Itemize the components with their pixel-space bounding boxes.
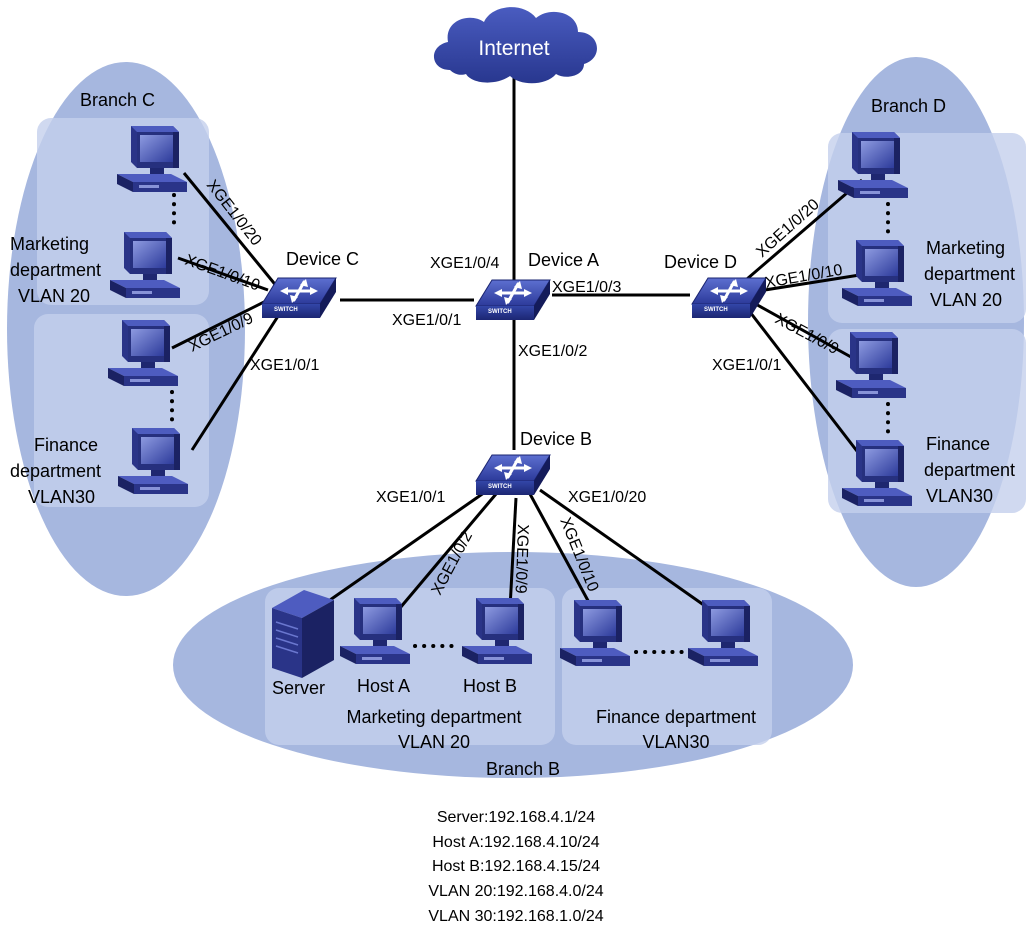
port-b-20: XGE1/0/20	[568, 489, 646, 506]
branch-b-finance-name: Finance department	[596, 707, 756, 727]
link-b-pc5	[539, 488, 709, 610]
port-a-d: XGE1/0/3	[552, 279, 621, 296]
device-d-label: Device D	[664, 252, 737, 272]
link-c-pc4	[190, 309, 284, 451]
address-vlan-20: VLAN 20:192.168.4.0/24	[428, 883, 603, 900]
link-d-pc1	[739, 178, 863, 287]
link-b-pc4	[528, 493, 594, 609]
branch-d-label: Branch D	[871, 96, 946, 116]
address-server: Server:192.168.4.1/24	[437, 809, 595, 826]
device-a-switch[interactable]: SWITCH	[474, 278, 552, 322]
device-b-badge: SWITCH	[488, 484, 512, 490]
device-c-switch[interactable]: SWITCH	[260, 276, 338, 320]
branch-d-finance-name-1: Finance	[926, 434, 990, 454]
link-b-server	[329, 488, 489, 602]
port-b-9: XGE1/0/9	[512, 524, 531, 594]
server-icon[interactable]	[272, 590, 334, 678]
branch-d-marketing-name-1: Marketing	[926, 238, 1005, 258]
port-a-b: XGE1/0/2	[518, 343, 587, 360]
device-d-switch[interactable]: SWITCH	[690, 276, 768, 320]
address-host-b: Host B:192.168.4.15/24	[432, 858, 600, 875]
address-list: Server:192.168.4.1/24 Host A:192.168.4.1…	[428, 809, 603, 925]
links	[171, 65, 872, 610]
branch-c-marketing-name-2: department	[10, 260, 101, 280]
link-d-pc3	[751, 300, 861, 364]
device-c-label: Device C	[286, 249, 359, 269]
link-d-pc4	[748, 311, 872, 469]
device-b-switch[interactable]: SWITCH	[474, 453, 552, 497]
branch-d-finance-name-2: department	[924, 460, 1015, 480]
link-c-pc3	[171, 296, 273, 350]
link-c-pc2	[177, 256, 269, 292]
device-c-badge: SWITCH	[274, 307, 298, 313]
branch-c-finance-name-1: Finance	[34, 435, 98, 455]
device-b-label: Device B	[520, 429, 592, 449]
branch-c-finance-name-2: department	[10, 461, 101, 481]
device-d-badge: SWITCH	[704, 307, 728, 313]
branch-d-marketing-name-2: department	[924, 264, 1015, 284]
address-vlan-30: VLAN 30:192.168.1.0/24	[428, 908, 603, 925]
branch-b-finance-vlan: VLAN30	[642, 732, 709, 752]
link-b-hostb	[508, 497, 518, 609]
port-c-1: XGE1/0/1	[250, 357, 319, 374]
device-a-label: Device A	[528, 250, 599, 270]
branch-d-finance-vlan: VLAN30	[926, 486, 993, 506]
branch-c-marketing-vlan: VLAN 20	[18, 286, 90, 306]
link-d-pc2	[751, 272, 867, 294]
link-b-hosta	[398, 493, 498, 609]
branch-d-area	[808, 57, 1026, 587]
internet-cloud: Internet	[433, 7, 597, 84]
branch-c-marketing-name-1: Marketing	[10, 234, 89, 254]
port-a-internet: XGE1/0/4	[430, 255, 499, 272]
port-d-1: XGE1/0/1	[712, 357, 781, 374]
device-a-badge: SWITCH	[488, 309, 512, 315]
port-a-c: XGE1/0/1	[392, 312, 461, 329]
address-host-a: Host A:192.168.4.10/24	[432, 834, 599, 851]
branch-b-marketing-vlan: VLAN 20	[398, 732, 470, 752]
branch-b-marketing-name: Marketing department	[346, 707, 521, 727]
branch-c-finance-vlan: VLAN30	[28, 487, 95, 507]
branch-b-label: Branch B	[486, 759, 560, 779]
branch-c-label: Branch C	[80, 90, 155, 110]
server-label: Server	[272, 678, 325, 698]
link-c-pc1	[182, 172, 280, 289]
branch-b-hosts	[272, 590, 758, 678]
branch-d-marketing-vlan: VLAN 20	[930, 290, 1002, 310]
host-a-label: Host A	[357, 676, 410, 696]
host-b-label: Host B	[463, 676, 517, 696]
port-b-1: XGE1/0/1	[376, 489, 445, 506]
internet-label: Internet	[478, 37, 549, 60]
